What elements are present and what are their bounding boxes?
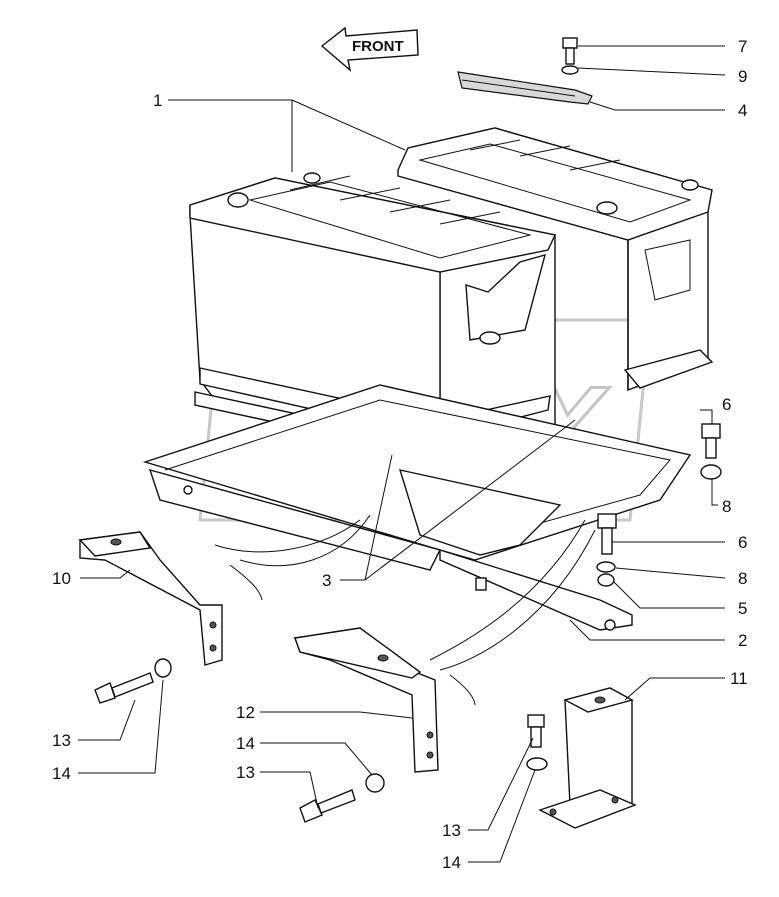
callout-13-right: 13 bbox=[442, 821, 461, 840]
callout-10: 10 bbox=[52, 569, 71, 588]
callout-2: 2 bbox=[738, 631, 747, 650]
bolt-7 bbox=[562, 37, 578, 65]
callout-labels: 1 7 9 4 6 8 6 8 5 2 3 10 11 12 13 14 14 … bbox=[52, 37, 748, 872]
callout-1: 1 bbox=[153, 91, 162, 110]
bolt-6-upper bbox=[701, 423, 721, 459]
callout-3: 3 bbox=[322, 571, 331, 590]
washer-14-left bbox=[154, 658, 172, 678]
callout-9: 9 bbox=[738, 67, 747, 86]
callout-14-middle: 14 bbox=[236, 734, 255, 753]
callout-14-left: 14 bbox=[52, 764, 71, 783]
leader-bands bbox=[214, 514, 596, 706]
bracket-10 bbox=[78, 531, 223, 666]
washer-8-upper bbox=[700, 464, 722, 480]
callout-4: 4 bbox=[738, 101, 747, 120]
callout-7: 7 bbox=[738, 37, 747, 56]
washer-14-middle bbox=[365, 773, 385, 793]
callout-8-upper: 8 bbox=[722, 497, 731, 516]
bolt-13-middle bbox=[299, 789, 356, 823]
callout-11: 11 bbox=[730, 669, 748, 688]
bolt-13-left bbox=[94, 672, 154, 704]
callout-8-lower: 8 bbox=[738, 569, 747, 588]
bracket-11 bbox=[538, 687, 637, 829]
callout-6-upper: 6 bbox=[722, 395, 731, 414]
bolt-6-lower bbox=[597, 513, 617, 555]
callout-6-lower: 6 bbox=[738, 533, 747, 552]
leader-lines bbox=[78, 45, 726, 863]
battery-rear bbox=[397, 127, 714, 392]
washer-9 bbox=[561, 65, 579, 75]
bolt-13-right bbox=[527, 714, 545, 748]
front-arrow-label: FRONT bbox=[352, 38, 404, 55]
washer-8-lower bbox=[596, 561, 616, 573]
callout-13-left: 13 bbox=[52, 731, 71, 750]
front-arrow: FRONT bbox=[320, 26, 419, 72]
callout-5: 5 bbox=[738, 599, 747, 618]
hold-down-bar bbox=[457, 71, 593, 105]
callout-13-middle: 13 bbox=[236, 763, 255, 782]
callout-12: 12 bbox=[236, 703, 255, 722]
bracket-12 bbox=[294, 627, 439, 773]
callout-14-right: 14 bbox=[442, 853, 461, 872]
nut-5 bbox=[597, 573, 615, 587]
washer-14-right bbox=[526, 757, 548, 771]
battery-tray-frame bbox=[142, 384, 692, 631]
